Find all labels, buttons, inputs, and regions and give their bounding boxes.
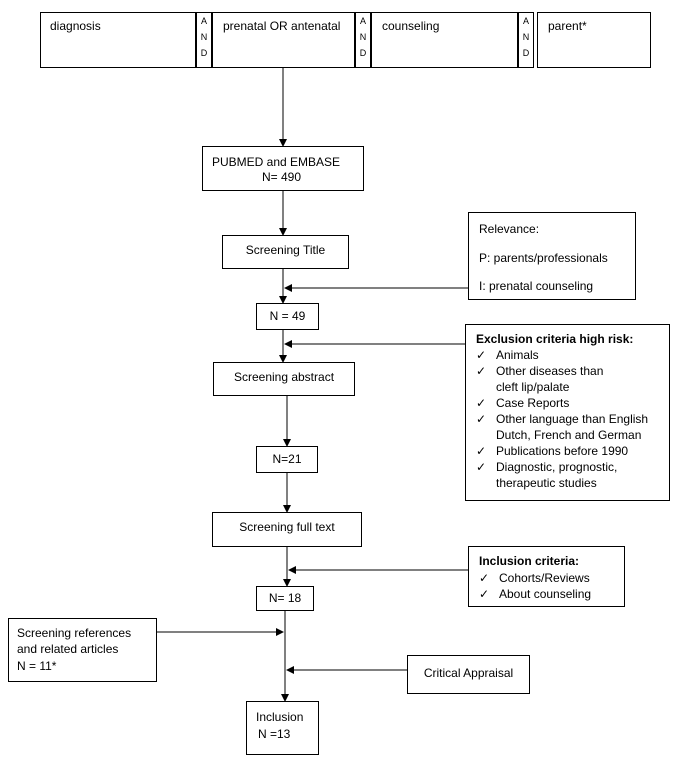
screening-full-text-label: Screening full text — [239, 520, 335, 534]
screening-references-count: N = 11* — [17, 659, 57, 673]
inclusion-item: ✓Cohorts/Reviews — [479, 571, 590, 585]
check-icon: ✓ — [476, 396, 487, 410]
check-icon: ✓ — [476, 348, 487, 362]
exclusion-criteria-title: Exclusion criteria high risk: — [476, 332, 634, 346]
screening-references-line1: Screening references — [17, 626, 132, 640]
exclusion-item: ✓Diagnostic, prognostic,therapeutic stud… — [476, 460, 618, 490]
relevance-i: I: prenatal counseling — [479, 279, 594, 293]
n21-box — [256, 446, 318, 473]
screening-abstract-label: Screening abstract — [233, 370, 335, 384]
relevance-box — [468, 212, 636, 300]
n18-label: N= 18 — [268, 591, 302, 605]
check-icon: ✓ — [476, 412, 487, 426]
screening-title-label: Screening Title — [245, 243, 326, 257]
inclusion-criteria-box — [468, 546, 625, 607]
relevance-p: P: parents/professionals — [479, 251, 608, 265]
search-term-box-counseling — [371, 12, 518, 68]
screening-references-box — [8, 618, 157, 682]
pubmed-embase-box — [202, 146, 364, 191]
check-icon: ✓ — [479, 571, 490, 585]
exclusion-criteria-box — [465, 324, 670, 501]
inclusion-criteria-title: Inclusion criteria: — [479, 554, 580, 568]
exclusion-item: ✓Publications before 1990 — [476, 444, 629, 458]
n49-label: N = 49 — [269, 309, 306, 323]
check-icon: ✓ — [479, 587, 490, 601]
search-term-diagnosis: diagnosis — [50, 19, 101, 33]
screening-abstract-box — [213, 362, 355, 396]
search-term-box-prenatal — [212, 12, 355, 68]
pubmed-embase-label: PUBMED and EMBASE — [212, 155, 341, 169]
inclusion-final-count: N =13 — [258, 727, 291, 741]
n49-box — [256, 303, 319, 330]
check-icon: ✓ — [476, 364, 487, 378]
search-term-box-diagnosis — [40, 12, 196, 68]
exclusion-item: ✓Case Reports — [476, 396, 570, 410]
exclusion-item: ✓Animals — [476, 348, 539, 362]
critical-appraisal-box — [407, 655, 530, 694]
inclusion-criteria-list: ✓Cohorts/Reviews ✓About counseling — [473, 570, 623, 602]
screening-references-line2: and related articles — [17, 642, 119, 656]
search-term-prenatal: prenatal OR antenatal — [223, 19, 341, 33]
critical-appraisal-label: Critical Appraisal — [423, 666, 514, 680]
search-term-box-parent — [537, 12, 651, 68]
relevance-title: Relevance: — [479, 222, 540, 236]
inclusion-final-label: Inclusion — [256, 710, 304, 724]
search-term-parent: parent* — [548, 19, 587, 33]
n21-label: N=21 — [272, 452, 302, 466]
inclusion-item: ✓About counseling — [479, 587, 592, 601]
check-icon: ✓ — [476, 444, 487, 458]
search-term-counseling: counseling — [382, 19, 440, 33]
pubmed-embase-count: N= 490 — [262, 170, 302, 184]
check-icon: ✓ — [476, 460, 487, 474]
